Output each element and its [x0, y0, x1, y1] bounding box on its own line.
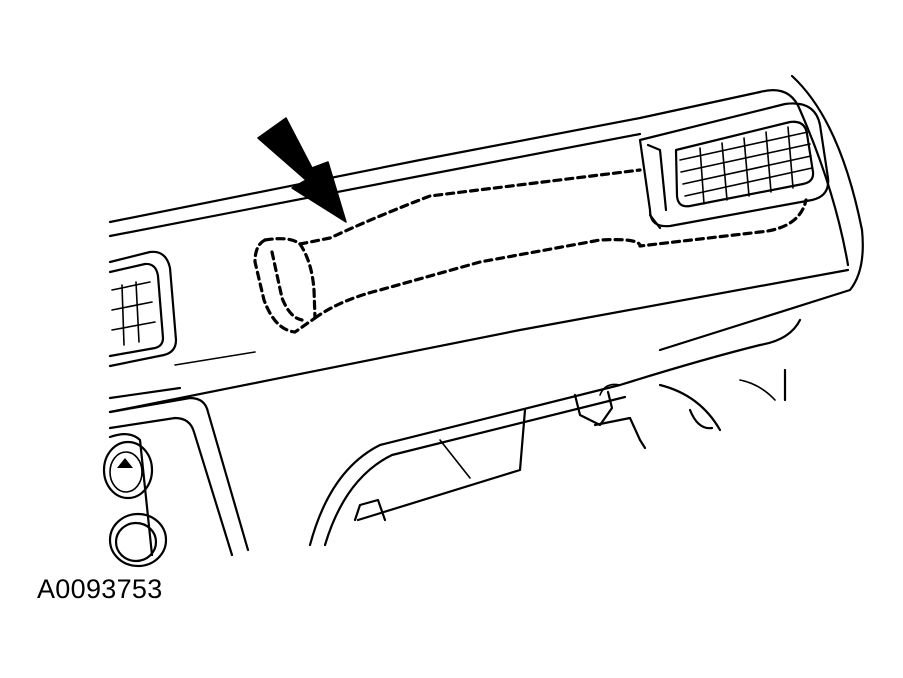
panel-lower-face	[108, 268, 850, 414]
hidden-component-outline	[253, 168, 808, 334]
center-air-vent	[108, 250, 178, 368]
glove-box	[308, 318, 802, 547]
control-knob	[108, 512, 168, 568]
center-stack-bezel	[108, 396, 250, 557]
right-air-vent	[638, 102, 830, 230]
panel-top-edge	[108, 89, 802, 238]
figure-id-label: A0093753	[37, 574, 163, 604]
eject-button	[102, 440, 154, 500]
pointer-arrow-icon	[257, 117, 347, 223]
panel-right-edge	[658, 74, 864, 352]
